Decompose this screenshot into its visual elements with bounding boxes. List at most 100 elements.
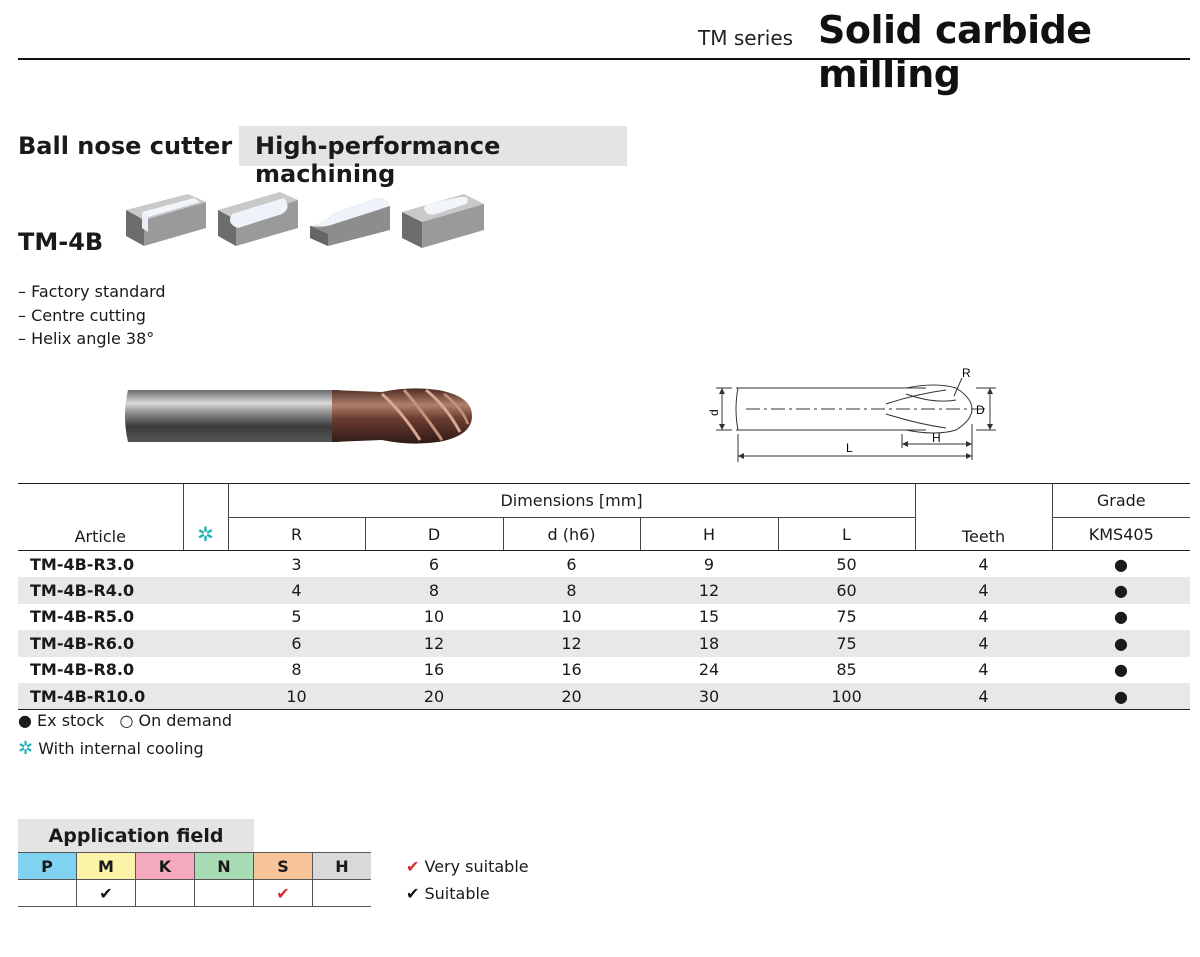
key-suitable: ✔ Suitable — [406, 884, 490, 903]
D-cell: 12 — [365, 630, 503, 657]
performance-band: High-performance machining — [239, 126, 627, 188]
label-L: L — [846, 441, 853, 455]
ex-stock-legend: ● Ex stock — [18, 711, 105, 730]
teeth-cell: 4 — [978, 554, 989, 574]
material-h-suitability — [312, 879, 371, 907]
pocket-shape-icon — [402, 194, 484, 248]
r-cell: 5 — [291, 607, 302, 627]
teeth-cell: 4 — [915, 577, 1052, 604]
feature-item: – Centre cutting — [18, 305, 146, 325]
label-r: R — [962, 366, 971, 380]
table-row: TM-4B-R8.0 8 16 16 24 85 4 ● — [18, 657, 1190, 683]
l-cell: 75 — [778, 630, 915, 657]
h-cell: 9 — [703, 554, 715, 574]
black-check-icon: ✔ — [406, 884, 420, 903]
article-cell: TM-4B-R8.0 — [30, 660, 135, 680]
internal-cooling-icon: ✲ — [197, 522, 214, 546]
r-cell: 3 — [291, 554, 302, 574]
teeth-header: Teeth — [914, 483, 1052, 551]
D-cell: 16 — [423, 660, 445, 680]
col-header-d: d (h6) — [502, 517, 640, 551]
key-very-suitable-label: Very suitable — [424, 857, 529, 876]
grade-cell: ● — [1052, 682, 1190, 711]
h-cell: 18 — [640, 630, 778, 657]
h-cell: 24 — [698, 660, 720, 680]
grade-header: Grade — [1051, 483, 1190, 518]
D-cell: 8 — [365, 577, 503, 604]
feature-item: – Factory standard — [18, 282, 166, 301]
teeth-cell: 4 — [978, 660, 989, 680]
d-cell: 8 — [503, 577, 640, 604]
r-cell: 10 — [228, 682, 365, 711]
groove-shape-icon — [218, 192, 298, 246]
article-cell: TM-4B-R3.0 — [30, 554, 135, 574]
d-cell: 10 — [561, 607, 582, 627]
machining-shapes-icons — [126, 192, 484, 248]
teeth-cell: 4 — [915, 682, 1052, 711]
grade-cell: ● — [1114, 554, 1128, 574]
key-very-suitable: ✔ Very suitable — [406, 857, 529, 876]
material-n-cell: N — [194, 852, 254, 880]
cooling-header: ✲ — [182, 483, 228, 551]
l-cell: 85 — [836, 660, 857, 680]
cooling-cell — [183, 630, 228, 657]
grade-cell: ● — [1114, 607, 1128, 627]
feature-list: – Factory standard – Centre cutting – He… — [18, 280, 166, 351]
l-cell: 100 — [778, 682, 915, 711]
l-cell: 50 — [836, 554, 857, 574]
teeth-cell: 4 — [978, 607, 989, 627]
material-n-suitability — [194, 879, 254, 907]
col-header-D: D — [364, 517, 503, 551]
cooling-cell — [183, 604, 228, 630]
page-title: Solid carbide milling — [818, 8, 1092, 96]
d-cell: 16 — [561, 660, 582, 680]
stock-legend: ● Ex stock ○ On demand — [18, 711, 232, 730]
l-cell: 60 — [778, 577, 915, 604]
r-cell: 4 — [228, 577, 365, 604]
tool-photo — [125, 388, 472, 444]
cooling-legend: ✲ With internal cooling — [18, 738, 204, 759]
grade-cell: ● — [1114, 660, 1128, 680]
label-H: H — [932, 431, 941, 445]
h-cell: 30 — [640, 682, 778, 711]
D-cell: 20 — [365, 682, 503, 711]
grade-cell: ● — [1052, 630, 1190, 657]
label-d: d — [707, 409, 721, 416]
article-cell: TM-4B-R4.0 — [18, 577, 183, 604]
D-cell: 10 — [423, 607, 445, 627]
performance-label: High-performance machining — [255, 132, 501, 188]
article-cell: TM-4B-R5.0 — [30, 607, 135, 627]
internal-cooling-icon: ✲ — [18, 738, 34, 759]
material-m-suitability: ✔ — [76, 879, 136, 907]
key-suitable-label: Suitable — [424, 884, 490, 903]
r-cell: 6 — [228, 630, 365, 657]
grade-name-header: KMS405 — [1051, 517, 1190, 551]
technical-drawing: R d D H L — [707, 366, 996, 462]
header-rule — [18, 58, 1190, 60]
h-cell: 12 — [640, 577, 778, 604]
red-check-icon: ✔ — [406, 857, 420, 876]
feature-item: – Helix angle 38° — [18, 329, 155, 348]
series-label: TM series — [698, 26, 794, 50]
article-cell: TM-4B-R10.0 — [18, 682, 183, 711]
cooling-cell — [183, 551, 228, 578]
material-p-cell: P — [18, 852, 77, 880]
d-cell: 6 — [566, 554, 577, 574]
cooling-cell — [183, 657, 228, 683]
l-cell: 75 — [836, 607, 857, 627]
D-cell: 6 — [428, 554, 440, 574]
r-cell: 8 — [291, 660, 302, 680]
h-cell: 15 — [698, 607, 720, 627]
label-D: D — [976, 403, 985, 417]
cooling-cell — [183, 577, 228, 604]
d-cell: 20 — [503, 682, 640, 711]
col-header-h: H — [639, 517, 778, 551]
grade-cell: ● — [1052, 577, 1190, 604]
spec-table: Article ✲ Dimensions [mm] Teeth Grade R … — [18, 483, 1190, 711]
cooling-cell — [183, 682, 228, 711]
col-header-l: L — [777, 517, 915, 551]
slot-shape-icon — [126, 194, 206, 246]
material-p-suitability — [18, 879, 77, 907]
